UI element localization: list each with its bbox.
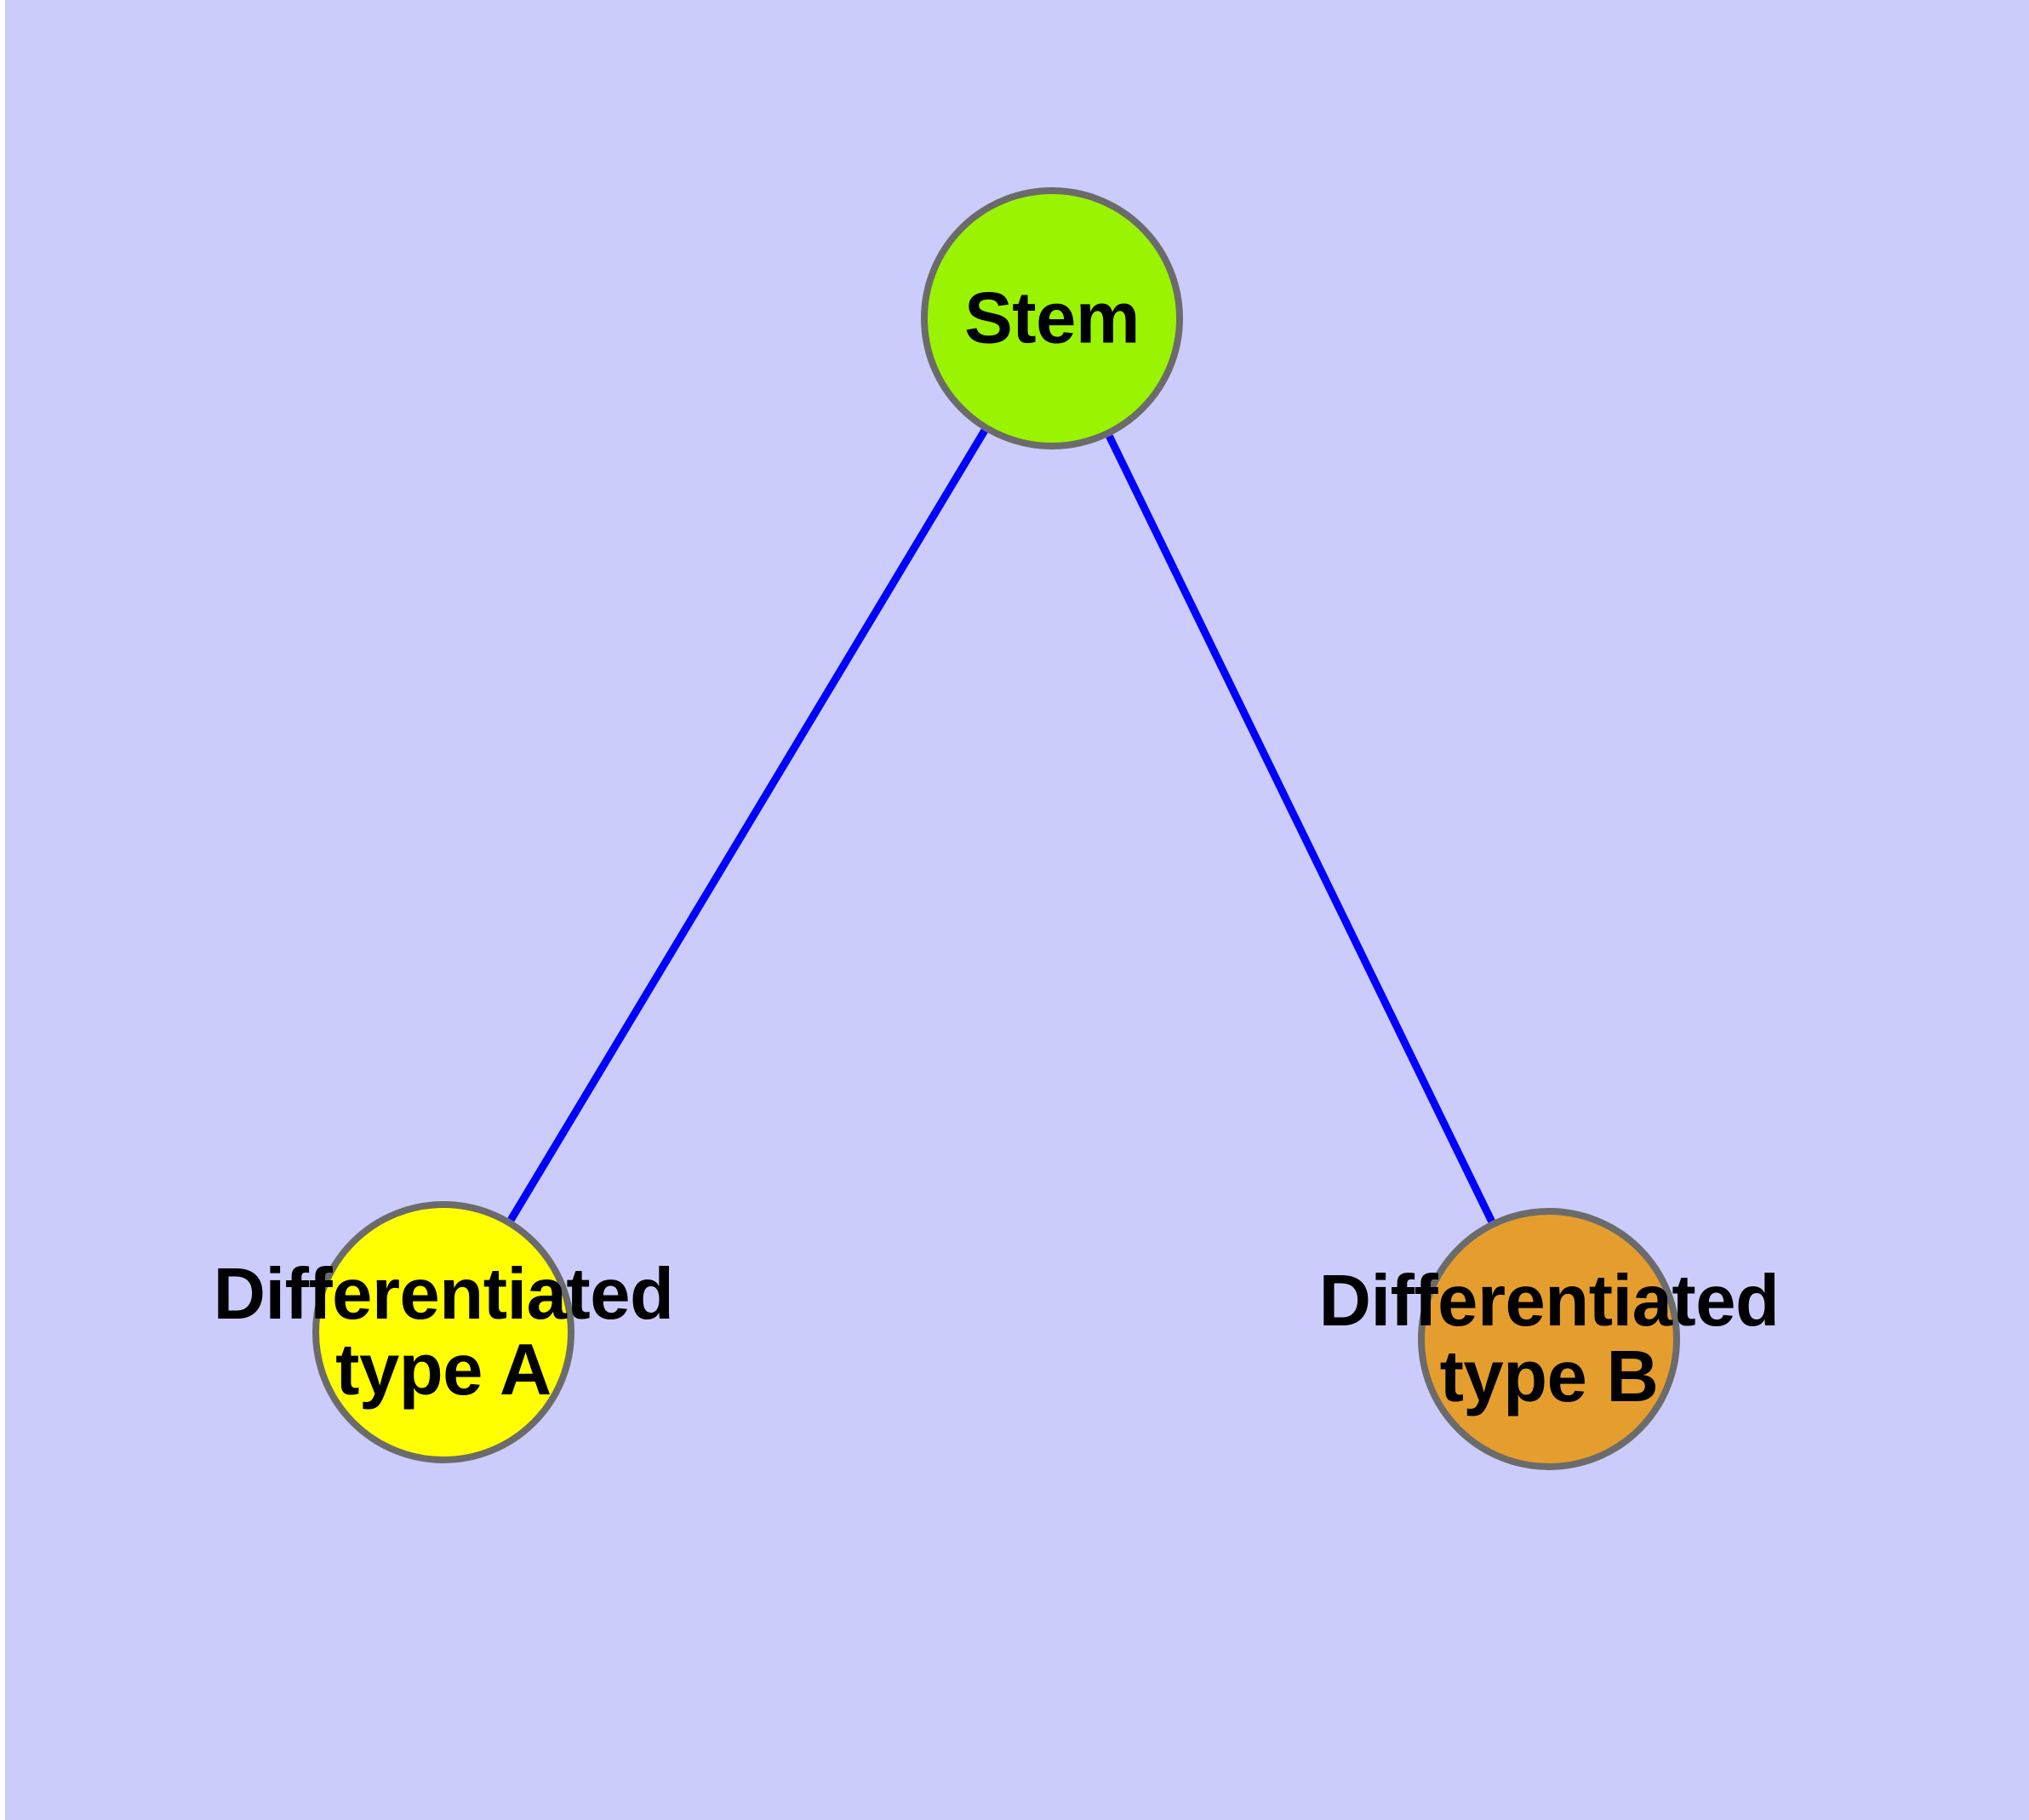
node-circle-diff-a[interactable] bbox=[312, 1201, 574, 1463]
node-layer bbox=[312, 187, 1680, 1470]
edge-stem-diff-b[interactable] bbox=[1106, 434, 1495, 1223]
node-circle-diff-b[interactable] bbox=[1418, 1208, 1680, 1470]
edge-layer bbox=[507, 428, 1495, 1223]
edge-stem-diff-a[interactable] bbox=[507, 428, 988, 1222]
node-circle-stem[interactable] bbox=[921, 187, 1183, 449]
